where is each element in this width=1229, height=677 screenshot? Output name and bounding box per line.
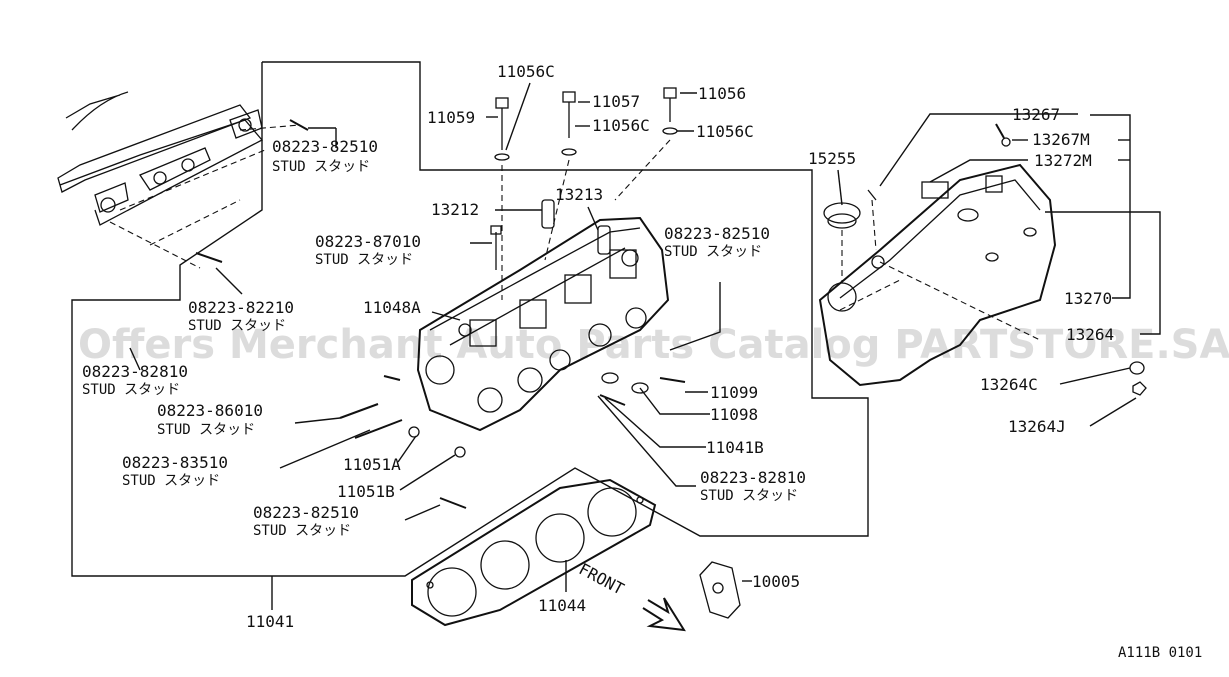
cylinder-head-drawing bbox=[416, 216, 670, 432]
part-label: 08223-86010 bbox=[157, 401, 263, 420]
part-label: 13272M bbox=[1034, 151, 1092, 170]
part-label: 08223-82510 bbox=[253, 503, 359, 522]
part-label: 11041 bbox=[246, 612, 294, 631]
stud-label: STUD スタッド bbox=[122, 473, 220, 489]
part-label: 11051B bbox=[337, 482, 395, 501]
part-label: 13264C bbox=[980, 375, 1038, 394]
part-label: 11099 bbox=[710, 383, 758, 402]
stud-label: STUD スタッド bbox=[157, 422, 255, 438]
part-label: 13267 bbox=[1012, 105, 1060, 124]
stud-label: STUD スタッド bbox=[700, 488, 798, 504]
part-label: 11041B bbox=[706, 438, 764, 457]
part-label: 11048A bbox=[363, 298, 421, 317]
part-label: 11044 bbox=[538, 596, 586, 615]
part-label: 13270 bbox=[1064, 289, 1112, 308]
engine-block-drawing bbox=[57, 91, 301, 269]
part-labels: 11056C 11057 11056 11059 11056C 11056C 1… bbox=[82, 62, 1114, 631]
head-gasket-drawing bbox=[411, 478, 657, 627]
part-label: 08223-83510 bbox=[122, 453, 228, 472]
part-label: 13213 bbox=[555, 185, 603, 204]
part-label: 13264J bbox=[1008, 417, 1066, 436]
stud-label: STUD スタッド bbox=[664, 244, 762, 260]
part-label: 08223-82210 bbox=[188, 298, 294, 317]
stud-label: STUD スタッド bbox=[253, 523, 351, 539]
drawing-code: A111B 0101 bbox=[1118, 645, 1202, 661]
part-label: 08223-82810 bbox=[700, 468, 806, 487]
part-label: 11098 bbox=[710, 405, 758, 424]
part-label: 10005 bbox=[752, 572, 800, 591]
stud-labels: STUD スタッド STUD スタッド STUD スタッド STUD スタッド … bbox=[82, 159, 798, 539]
front-direction-arrow bbox=[642, 597, 686, 632]
rocker-cover-drawing bbox=[818, 163, 1057, 387]
part-label: 11057 bbox=[592, 92, 640, 111]
rocker-cover-bolt-drawing bbox=[867, 123, 1011, 251]
part-label: 15255 bbox=[808, 149, 856, 168]
part-label: 13264 bbox=[1066, 325, 1114, 344]
part-label: 11056C bbox=[592, 116, 650, 135]
stud-label: STUD スタッド bbox=[188, 318, 286, 334]
part-label: 08223-82510 bbox=[272, 137, 378, 156]
front-label: FRONT bbox=[576, 559, 628, 599]
studs-drawing bbox=[195, 119, 686, 509]
dowel-sleeves-drawing bbox=[490, 199, 611, 270]
part-label: 11059 bbox=[427, 108, 475, 127]
leader-lines bbox=[129, 82, 1161, 610]
part-label: 08223-87010 bbox=[315, 232, 421, 251]
part-label: 11056C bbox=[696, 122, 754, 141]
stud-label: STUD スタッド bbox=[82, 382, 180, 398]
part-label: 11051A bbox=[343, 455, 401, 474]
head-bolts-drawing bbox=[494, 87, 678, 300]
part-label: 13267M bbox=[1032, 130, 1090, 149]
watermark-text: Offers Merchant Auto Parts Catalog PARTS… bbox=[78, 322, 1229, 368]
part-label: 11056 bbox=[698, 84, 746, 103]
stud-label: STUD スタッド bbox=[272, 159, 370, 175]
part-label: 08223-82510 bbox=[664, 224, 770, 243]
part-label: 13212 bbox=[431, 200, 479, 219]
part-label: 08223-82810 bbox=[82, 362, 188, 381]
stud-label: STUD スタッド bbox=[315, 252, 413, 268]
part-label: 11056C bbox=[497, 62, 555, 81]
gasket-10005-drawing bbox=[699, 561, 741, 619]
